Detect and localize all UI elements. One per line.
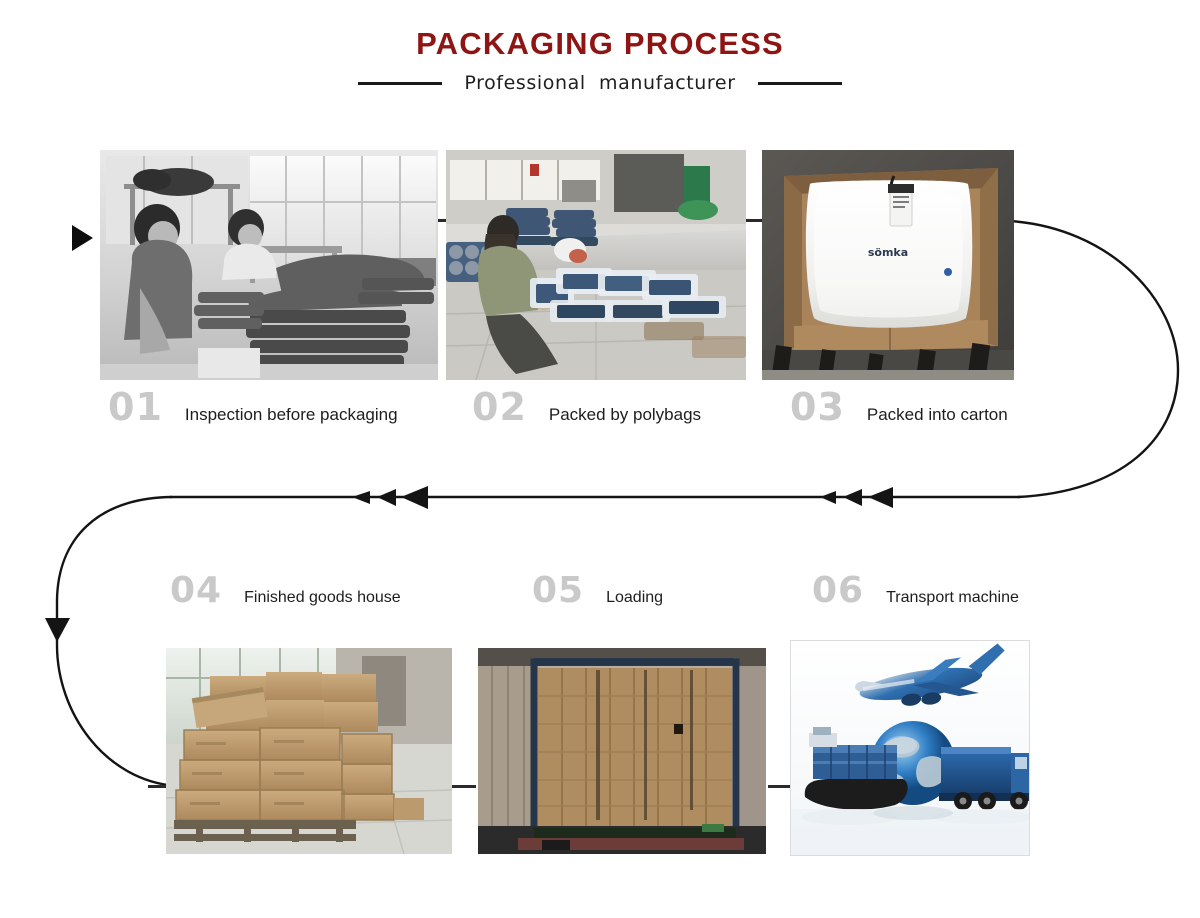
flow-arrowhead-right-small bbox=[820, 491, 836, 504]
step-photo-6 bbox=[790, 640, 1030, 856]
flow-arrowhead-center-medium bbox=[377, 489, 396, 506]
flow-arrowhead-center-large bbox=[401, 486, 428, 509]
step-photo-5 bbox=[478, 648, 766, 854]
step-photo-3: sömka bbox=[762, 150, 1014, 380]
step-caption-4: 04 Finished goods house bbox=[170, 573, 401, 609]
flow-curve-right bbox=[1009, 219, 1180, 499]
connector-dash-05-06 bbox=[768, 785, 792, 788]
step-label-2: Packed by polybags bbox=[548, 405, 702, 424]
step-photo-2 bbox=[446, 150, 746, 380]
step-caption-1: 01 Inspection before packaging bbox=[108, 388, 398, 426]
step-number-5: 05 bbox=[532, 570, 585, 611]
step-number-1: 01 bbox=[108, 385, 163, 429]
connector-dash-02-03 bbox=[744, 219, 762, 222]
flow-arrowhead-center-small bbox=[352, 491, 370, 504]
step-number-3: 03 bbox=[790, 385, 845, 429]
step-number-6: 06 bbox=[812, 570, 865, 611]
subtitle: Professional manufacturer bbox=[464, 72, 736, 94]
svg-text:sömka: sömka bbox=[868, 246, 908, 259]
step-label-6: Transport machine bbox=[886, 589, 1019, 606]
step-caption-2: 02 Packed by polybags bbox=[472, 388, 701, 426]
step-caption-3: 03 Packed into carton bbox=[790, 388, 1008, 426]
flow-arrowhead-down bbox=[45, 618, 70, 642]
flow-curve-left bbox=[55, 495, 177, 788]
step-photo-4 bbox=[166, 648, 452, 854]
subtitle-row: Professional manufacturer bbox=[0, 72, 1200, 94]
step-label-1: Inspection before packaging bbox=[184, 405, 398, 424]
flow-start-triangle-icon bbox=[72, 225, 93, 251]
step-caption-5: 05 Loading bbox=[532, 573, 663, 609]
step-label-4: Finished goods house bbox=[244, 589, 401, 606]
step-label-3: Packed into carton bbox=[866, 405, 1008, 424]
connector-dash-left-04 bbox=[148, 785, 166, 788]
subtitle-rule-right bbox=[757, 81, 842, 85]
step-number-4: 04 bbox=[170, 570, 223, 611]
flow-arrowhead-right-medium bbox=[843, 489, 862, 506]
step-caption-6: 06 Transport machine bbox=[812, 573, 1019, 609]
connector-dash-04-05 bbox=[452, 785, 476, 788]
step-photo-1 bbox=[100, 150, 438, 380]
page-title: PACKAGING PROCESS bbox=[416, 26, 784, 61]
subtitle-rule-left bbox=[358, 81, 443, 85]
flow-arrowhead-right-large bbox=[868, 487, 893, 508]
step-label-5: Loading bbox=[606, 589, 664, 606]
step-number-2: 02 bbox=[472, 385, 527, 429]
